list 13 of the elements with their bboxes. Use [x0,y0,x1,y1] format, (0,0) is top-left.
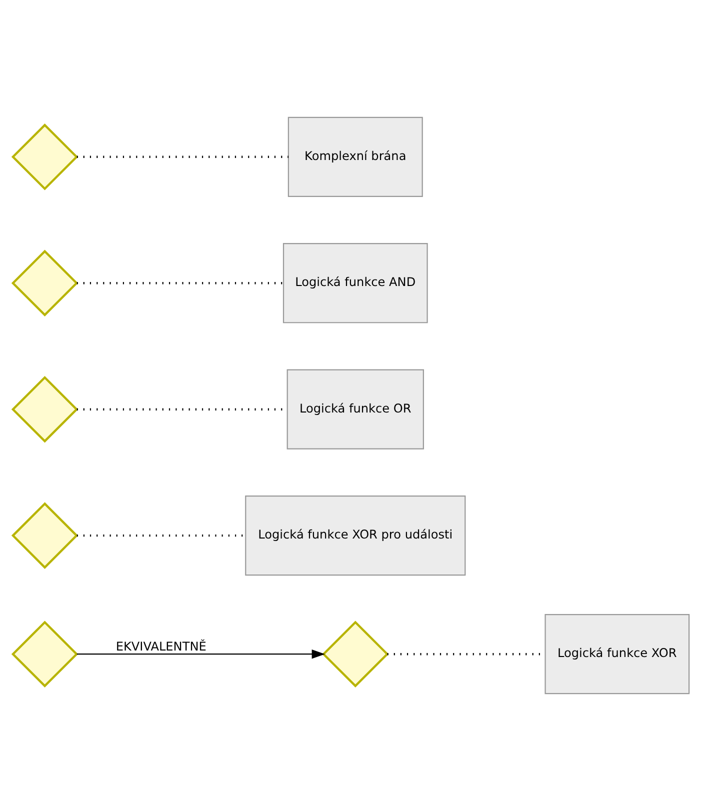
node-diamond [322,620,389,687]
node-box: Logická funkce OR [286,368,424,449]
node-diamond [11,249,78,316]
node-box: Komplexní brána [288,116,423,196]
edge-label: EKVIVALENTNĚ [116,639,206,654]
node-diamond [11,620,78,687]
arrow [76,648,325,658]
node-diamond [11,375,78,442]
node-diamond [11,123,78,190]
node-box: Logická funkce XOR pro události [245,495,466,576]
node-box: Logická funkce XOR [544,614,690,694]
node-diamond [11,502,78,568]
node-box: Logická funkce AND [282,242,428,323]
